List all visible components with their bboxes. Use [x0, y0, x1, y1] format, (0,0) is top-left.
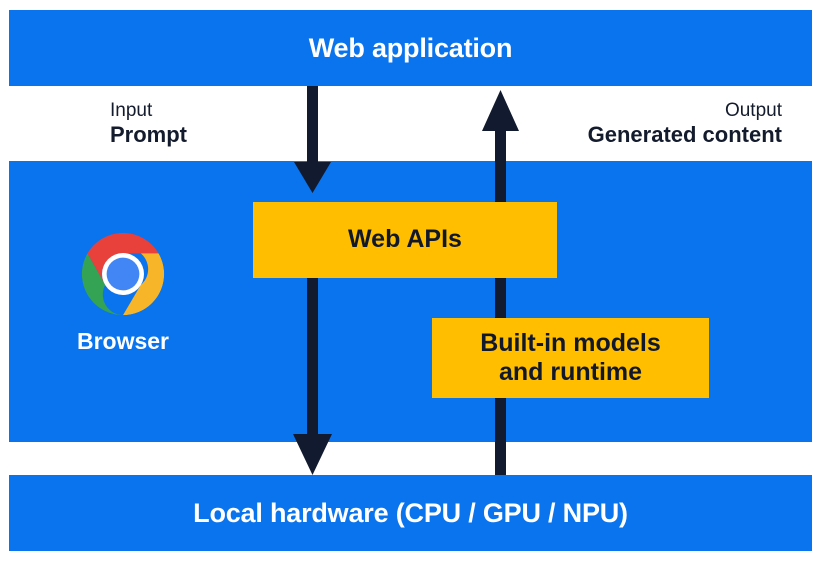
- band-web-application-label: Web application: [308, 33, 513, 63]
- browser-block: Browser: [63, 232, 183, 353]
- box-builtin-models[interactable]: Built-in models and runtime: [432, 318, 709, 398]
- flow-label-output: Output Generated content: [588, 99, 782, 149]
- band-browser-label: Browser: [76, 328, 170, 354]
- box-web-apis[interactable]: Web APIs: [253, 202, 557, 278]
- flow-label-input-kicker: Input: [110, 100, 153, 121]
- flow-label-input-value: Prompt: [110, 122, 187, 148]
- box-builtin-models-line1: Built-in models: [480, 328, 661, 357]
- flow-label-output-value: Generated content: [587, 122, 782, 148]
- flow-label-output-kicker: Output: [724, 100, 782, 121]
- chrome-logo-icon: [81, 232, 165, 316]
- box-builtin-models-line2: and runtime: [498, 358, 643, 386]
- box-web-apis-label: Web APIs: [348, 225, 462, 254]
- band-local-hardware-label: Local hardware (CPU / GPU / NPU): [193, 498, 628, 528]
- flow-label-input: Input Prompt: [110, 99, 187, 149]
- band-web-application: Web application: [9, 10, 812, 86]
- band-local-hardware: Local hardware (CPU / GPU / NPU): [9, 475, 812, 551]
